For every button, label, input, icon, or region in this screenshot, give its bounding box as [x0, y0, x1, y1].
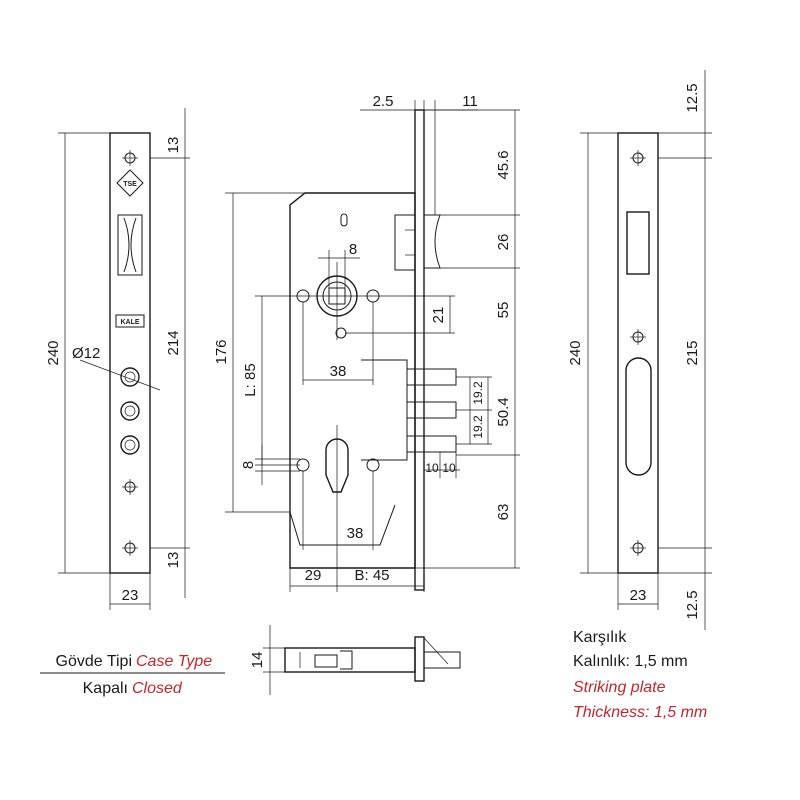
latch-bolt	[394, 214, 441, 271]
striking-plate-thickness-tr: Kalınlık: 1,5 mm	[573, 653, 688, 670]
case-type-caption: Gövde Tipi Case Type Kapalı Closed	[40, 653, 225, 697]
faceplate-bolt-hole-1	[120, 367, 140, 387]
kale-logo: KALE	[115, 314, 145, 328]
dim-bolt-pitch-b: 19.2	[471, 415, 485, 439]
dim-latch-height: 26	[495, 234, 512, 251]
strike-screw-hole-mid	[630, 329, 646, 345]
dim-bolt-pitch-a: 19.2	[471, 381, 485, 405]
cylinder-cutout	[325, 438, 349, 493]
strike-bolt-slot	[625, 357, 652, 476]
dim-faceplate-end-bottom: 13	[165, 552, 182, 569]
case-top-faceplate	[414, 636, 425, 682]
faceplate-side	[414, 109, 425, 591]
case-top-outline	[284, 647, 416, 673]
lock-body-side-view: 176 L: 85 2.5 11 45.6 26 55 63 21 8	[213, 93, 520, 592]
dim-bolt-span: 50.4	[495, 397, 512, 426]
dim-cyl-screw-size: 8	[240, 461, 257, 469]
striking-plate-title-en: Striking plate	[573, 679, 666, 696]
dim-cyl-screw-spacing: 38	[347, 525, 364, 542]
dim-handle-screw-spacing: 38	[330, 363, 347, 380]
strike-plate-outline	[617, 132, 659, 574]
faceplate-bolt-hole-2	[120, 401, 140, 421]
dim-leader-diameter	[79, 359, 161, 391]
dim-latch-to-handle: 55	[495, 302, 512, 319]
strike-latch-opening	[626, 211, 650, 275]
striking-plate-title-tr: Karşılık	[573, 629, 627, 646]
case-slot	[340, 213, 348, 227]
dim-case-depth: 14	[249, 652, 266, 669]
dim-to-latch: 45.6	[495, 150, 512, 179]
kale-logo-text: KALE	[120, 319, 139, 326]
faceplate-screw-hole-mid	[122, 479, 138, 495]
dim-top-gap: 2.5	[373, 93, 394, 110]
latch-opening	[117, 214, 143, 276]
faceplate-screw-hole-top	[122, 150, 138, 166]
dim-faceplate-height: 240	[45, 340, 62, 365]
dim-case-height: 176	[213, 339, 230, 364]
case-bottom-notch	[289, 504, 396, 546]
cylinder-screw-right	[366, 458, 380, 472]
striking-plate-thickness-en: Thickness: 1,5 mm	[573, 704, 707, 721]
dim-faceplate-end-top: 13	[165, 137, 182, 154]
dim-strike-end-bottom: 12.5	[684, 590, 701, 619]
dim-strike-pitch: 215	[684, 340, 701, 365]
strike-plate-view: 240 215 12.5 12.5 23	[567, 70, 712, 630]
case-type-label-en: Case Type	[136, 653, 212, 670]
faceplate-screw-hole-bottom	[122, 540, 138, 556]
dim-bolt-ext-a: 10	[425, 461, 439, 475]
dim-spindle-size: 8	[349, 241, 357, 258]
spindle-lower-hole	[335, 327, 347, 339]
strike-screw-hole-top	[630, 150, 646, 166]
dim-backset: B: 45	[354, 567, 389, 584]
lock-case-outline	[289, 192, 416, 569]
faceplate-outline	[109, 132, 151, 574]
bolt-frame	[361, 359, 408, 461]
case-top-mechanism	[314, 654, 338, 668]
case-top-view: 14	[249, 625, 461, 695]
dim-backset-offset: 29	[305, 567, 322, 584]
dim-face-thickness: 11	[462, 93, 478, 110]
faceplate-bolt-hole-3	[120, 435, 140, 455]
dim-bolt-ext-b: 10	[442, 461, 456, 475]
tse-logo: TSE	[116, 169, 144, 197]
dim-strike-width: 23	[630, 587, 647, 604]
tse-logo-text: TSE	[123, 181, 137, 188]
case-type-value-en: Closed	[132, 680, 183, 697]
dim-spindle-offset: 21	[430, 307, 447, 324]
strike-screw-hole-bottom	[630, 540, 646, 556]
dim-faceplate-width: 23	[122, 587, 139, 604]
dim-handle-to-key: L: 85	[242, 363, 259, 396]
dim-strike-end-top: 12.5	[684, 83, 701, 112]
dim-strike-height: 240	[567, 340, 584, 365]
dim-to-bottom: 63	[495, 504, 512, 521]
dim-faceplate-pitch: 214	[165, 330, 182, 355]
faceplate-front-view: TSE KALE	[45, 108, 190, 610]
case-top-bolt	[423, 651, 461, 669]
case-type-value-tr: Kapalı	[83, 680, 128, 697]
striking-plate-caption: Karşılık Kalınlık: 1,5 mm Striking plate…	[573, 629, 707, 721]
case-type-label-tr: Gövde Tipi	[56, 653, 132, 670]
dim-hole-diameter: Ø12	[72, 345, 100, 362]
